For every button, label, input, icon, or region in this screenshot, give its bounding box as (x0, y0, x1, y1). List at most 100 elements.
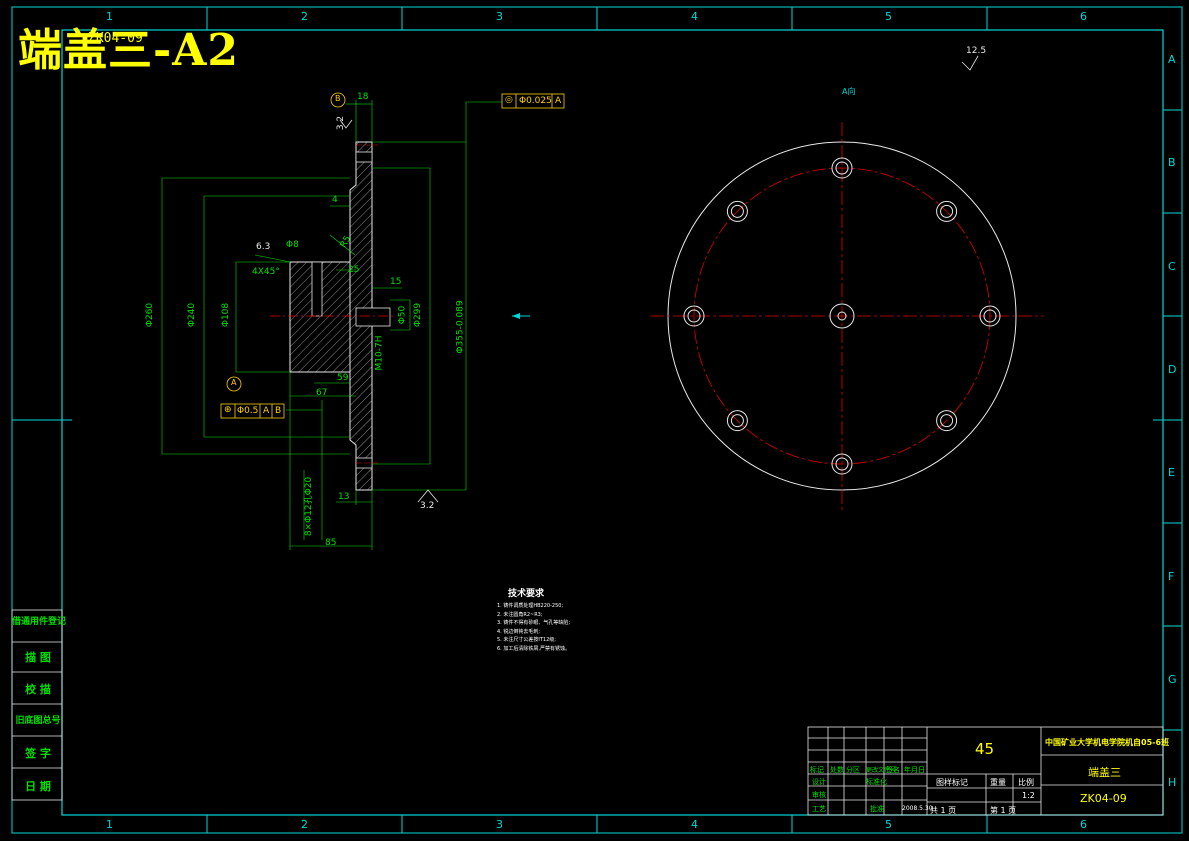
sheet-number: 第 1 页 (990, 806, 1017, 815)
side-table-grid (11, 609, 63, 801)
grid-row-h: H (1168, 776, 1177, 789)
roughness-top: 3.2 (336, 115, 347, 131)
dim-phi108: Φ108 (221, 302, 232, 328)
view-a-label: A向 (842, 87, 856, 96)
grid-row-a: A (1168, 53, 1176, 66)
tol-left-ref2: B (275, 406, 282, 416)
roughness-note: 12.5 (966, 46, 987, 56)
hub-body (289, 261, 351, 373)
side-label-trace: 描 图 (25, 651, 51, 664)
tech-note: 6. 加工后清除铁屑,严禁有锈蚀。 (497, 645, 570, 652)
grid-col-5-bottom: 5 (885, 818, 892, 831)
dim-67: 67 (316, 388, 328, 398)
dim-13: 13 (338, 492, 350, 502)
tb-label-design: 设计 (812, 778, 826, 786)
grid-row-g: G (1168, 673, 1177, 686)
tech-requirements-list: 1. 铸件调质处理HB220-250; 2. 未注圆角R2~R3; 3. 铸件不… (497, 602, 570, 653)
tech-note: 4. 锐边倒钝去毛刺; (497, 628, 541, 635)
dim-phi355: Φ355-0.089 (455, 300, 466, 354)
tb-label-change: 更改文件号 (866, 767, 897, 774)
dim-4: 4 (332, 195, 338, 205)
tb-label-count: 处数 (830, 766, 844, 774)
grid-col-2: 2 (301, 10, 308, 23)
tb-label-standard: 标准化 (866, 778, 887, 786)
side-label-date: 日 期 (25, 780, 51, 793)
school-name: 中国矿业大学机电学院机自05-6班 (1045, 738, 1170, 747)
grid-col-3: 3 (496, 10, 503, 23)
dim-85: 85 (325, 538, 337, 548)
drawing-number: ZK04-09 (1080, 792, 1127, 805)
grid-col-1: 1 (106, 10, 113, 23)
grid-col-4-bottom: 4 (691, 818, 698, 831)
part-name: 端盖三 (1088, 766, 1121, 779)
tb-label-process: 工艺 (812, 805, 826, 813)
grid-col-3-bottom: 3 (496, 818, 503, 831)
grid-col-5: 5 (885, 10, 892, 23)
roughness-bottom: 3.2 (420, 501, 435, 511)
tb-label-review: 审核 (812, 791, 826, 799)
dim-phi260: Φ260 (145, 302, 156, 328)
tol-left-ref1: A (263, 406, 270, 416)
sheet-total: 共 1 页 (930, 806, 957, 815)
tech-note: 1. 铸件调质处理HB220-250; (497, 603, 564, 609)
dim-phi299: Φ299 (413, 302, 424, 328)
material: 45 (975, 740, 995, 758)
tol-top-value: Φ0.025 (519, 96, 552, 106)
front-view (650, 55, 1044, 510)
dim-phi50: Φ50 (397, 305, 408, 325)
grid-row-b: B (1168, 156, 1176, 169)
dim-59: 59 (337, 373, 349, 383)
stage-label: 图样标记 (936, 778, 968, 787)
side-label-check: 校 描 (25, 683, 51, 696)
grid-row-d: D (1168, 363, 1177, 376)
tb-label-mark: 标记 (810, 766, 824, 774)
dim-phi240: Φ240 (187, 302, 198, 328)
section-view (161, 92, 565, 550)
tech-note: 2. 未注圆角R2~R3; (497, 611, 543, 618)
side-label-old-no: 旧底图总号 (15, 716, 61, 726)
dim-m10: M10-7H (374, 335, 385, 371)
tb-label-zone: 分区 (846, 766, 860, 774)
weight-label: 重量 (990, 778, 1006, 787)
tech-note: 3. 铸件不得有砂眼、气孔等缺陷; (497, 620, 571, 626)
drawing-frame (11, 6, 1183, 834)
date: 2008.5.30 (902, 805, 933, 812)
grid-row-c: C (1168, 260, 1176, 273)
tech-note: 5. 未注尺寸公差按IT12级; (497, 637, 556, 643)
tb-label-approve: 批准 (870, 805, 884, 813)
grid-row-f: F (1168, 570, 1175, 583)
tech-requirements-title: 技术要求 (508, 589, 545, 599)
tb-label-sign: 签名 (886, 766, 900, 774)
grid-row-e: E (1168, 466, 1175, 479)
bolt-holes (683, 157, 1001, 475)
grid-col-6: 6 (1080, 10, 1087, 23)
dim-chamfer: 4X45° (252, 267, 280, 277)
grid-col-2-bottom: 2 (301, 818, 308, 831)
tol-top-symbol: ◎ (505, 95, 513, 105)
datum-b-label: B (335, 94, 341, 103)
page-title: 端盖三-A2 (18, 25, 240, 76)
dim-holes: 8×Φ12孔Φ20 (304, 476, 315, 537)
title-block-grid (807, 726, 1164, 816)
datum-a-label: A (231, 378, 237, 387)
dim-phi8: Φ8 (286, 240, 299, 250)
grid-col-1-bottom: 1 (106, 818, 113, 831)
side-label-register: 借通用件登记 (12, 617, 67, 627)
overlay-code: ZK04-09 (88, 31, 143, 46)
dim-25: 25 (348, 265, 360, 275)
dim-18: 18 (357, 92, 369, 102)
dim-15: 15 (390, 277, 402, 287)
grid-col-4: 4 (691, 10, 698, 23)
tol-left-value: Φ0.5 (237, 406, 259, 416)
grid-col-6-bottom: 6 (1080, 818, 1087, 831)
scale-label: 比例 (1018, 778, 1034, 787)
dim-6-3: 6.3 (256, 242, 271, 252)
scale-value: 1:2 (1022, 791, 1035, 800)
side-label-sign: 签 字 (25, 747, 51, 760)
tol-top-ref: A (555, 96, 562, 106)
tb-label-ymd: 年月日 (904, 766, 925, 774)
tol-left-symbol: ⊕ (224, 405, 232, 415)
dim-r5: R5 (338, 234, 354, 250)
